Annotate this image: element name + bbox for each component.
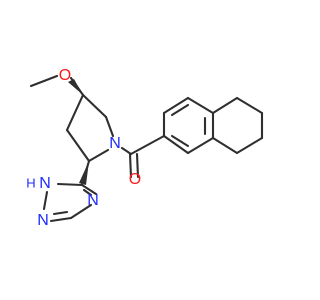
methyl-oxygen-bond <box>29 74 59 88</box>
triazole-n1-n2-bond <box>42 190 49 211</box>
aryl-c2-c3-bond <box>162 96 190 115</box>
methoxy-oxygen-label: O <box>59 67 71 84</box>
aryl-c5-c6-bond <box>186 136 215 155</box>
carbonyl-double-bond-left <box>128 152 133 179</box>
triazole-c5-n4-bond <box>80 183 98 196</box>
carbonyl-double-bond-right <box>135 152 140 179</box>
pyrrolidine-c4-c5-bond <box>81 93 108 119</box>
aryl-inner-double-bond-3 <box>170 134 190 148</box>
triazole-n4-label: N <box>87 192 99 209</box>
saturated-ring-c1-c2-bond <box>211 96 239 115</box>
chemical-structure-canvas: O O N N H N N <box>0 0 300 300</box>
atom-labels: O O N N H N N <box>26 67 141 229</box>
triazole-n-top-label: N <box>37 212 49 229</box>
aryl-c3-c4-bond <box>186 96 215 115</box>
saturated-ring-c2-c3-bond <box>235 96 264 115</box>
triazole-inner-double-bond-1 <box>82 188 93 197</box>
triazole-n2-c3-bond <box>49 216 73 223</box>
molecule-diagram: O O N N H N N <box>0 0 300 300</box>
triazole-inner-double-bond-2 <box>52 210 69 216</box>
nitrogen-carbonyl-carbon-bond <box>120 146 133 156</box>
triazole-h-label: H <box>26 175 35 190</box>
pyrrolidine-c2-c3-bond <box>65 128 91 163</box>
saturated-ring-c4-c5-bond <box>235 136 264 155</box>
saturated-ring-c5-c6-bond <box>211 136 239 155</box>
pyrrolidine-c3-c4-bond <box>65 93 85 132</box>
aryl-c6-c1-bond <box>162 134 190 155</box>
stereo-wedges <box>68 79 89 185</box>
pyrrolidine-nitrogen-label: N <box>109 135 121 152</box>
triazole-c3-n4-bond <box>69 203 93 220</box>
carbonyl-oxygen-label: O <box>129 171 141 188</box>
ring-oxygen-wedge <box>68 79 83 95</box>
pyrrolidine-nitrogen-c2-bond <box>87 148 110 163</box>
carbonyl-aryl-bond <box>129 134 166 156</box>
triazole-c5-n1-bond <box>56 182 84 187</box>
ring-triazole-wedge <box>79 161 89 185</box>
bond-lines <box>29 74 264 223</box>
pyrrolidine-c5-nitrogen-bond <box>104 115 115 138</box>
aryl-inner-double-bond-1 <box>170 103 190 117</box>
diagram-background <box>0 0 300 300</box>
triazole-n1-label: N <box>39 175 51 192</box>
